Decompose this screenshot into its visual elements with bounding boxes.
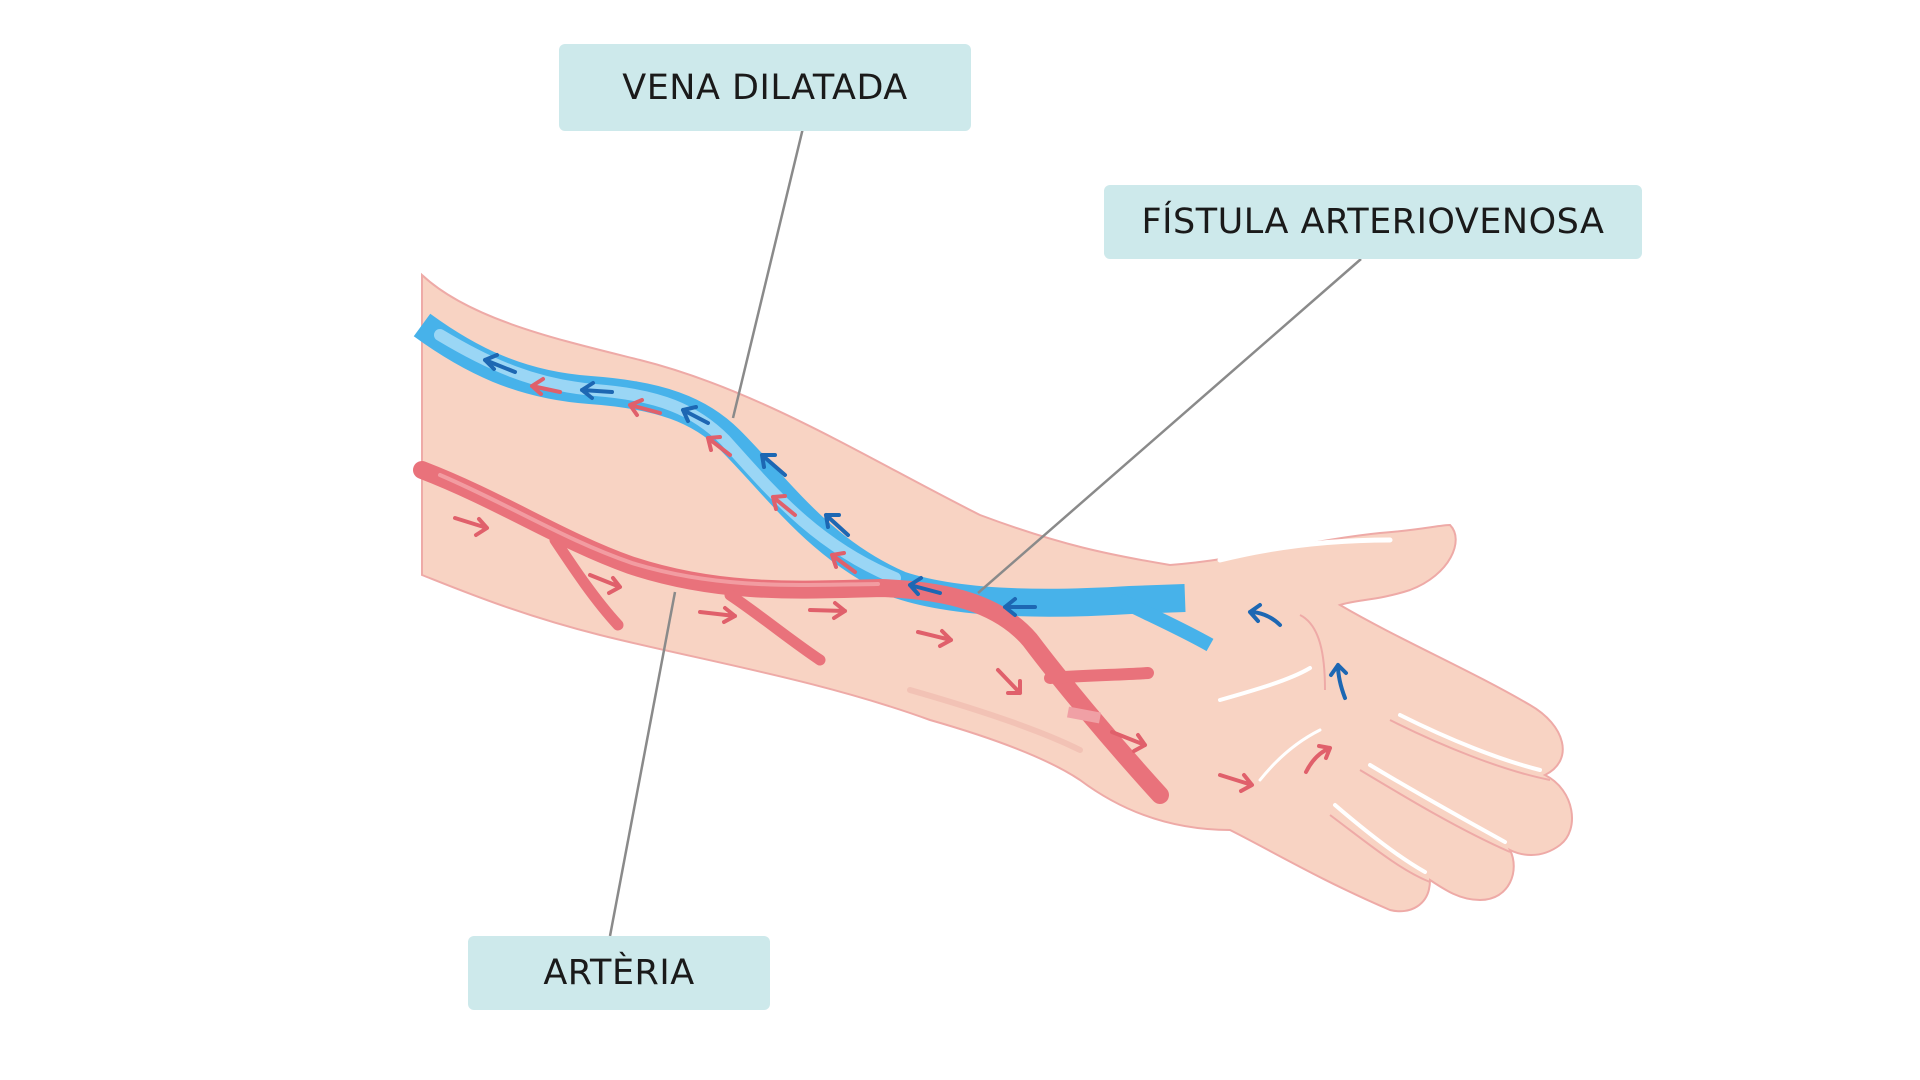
artery-stub	[1068, 712, 1100, 718]
artery-branch-3	[1050, 673, 1148, 678]
label-arteria-text: ARTÈRIA	[543, 953, 694, 993]
label-fistula-arteriovenosa: FÍSTULA ARTERIOVENOSA	[1104, 185, 1642, 259]
label-vena-dilatada: VENA DILATADA	[559, 44, 971, 131]
label-arteria: ARTÈRIA	[468, 936, 770, 1010]
label-fistula-text: FÍSTULA ARTERIOVENOSA	[1142, 202, 1605, 242]
leader-line-vena	[733, 128, 803, 418]
label-vena-text: VENA DILATADA	[622, 68, 908, 108]
